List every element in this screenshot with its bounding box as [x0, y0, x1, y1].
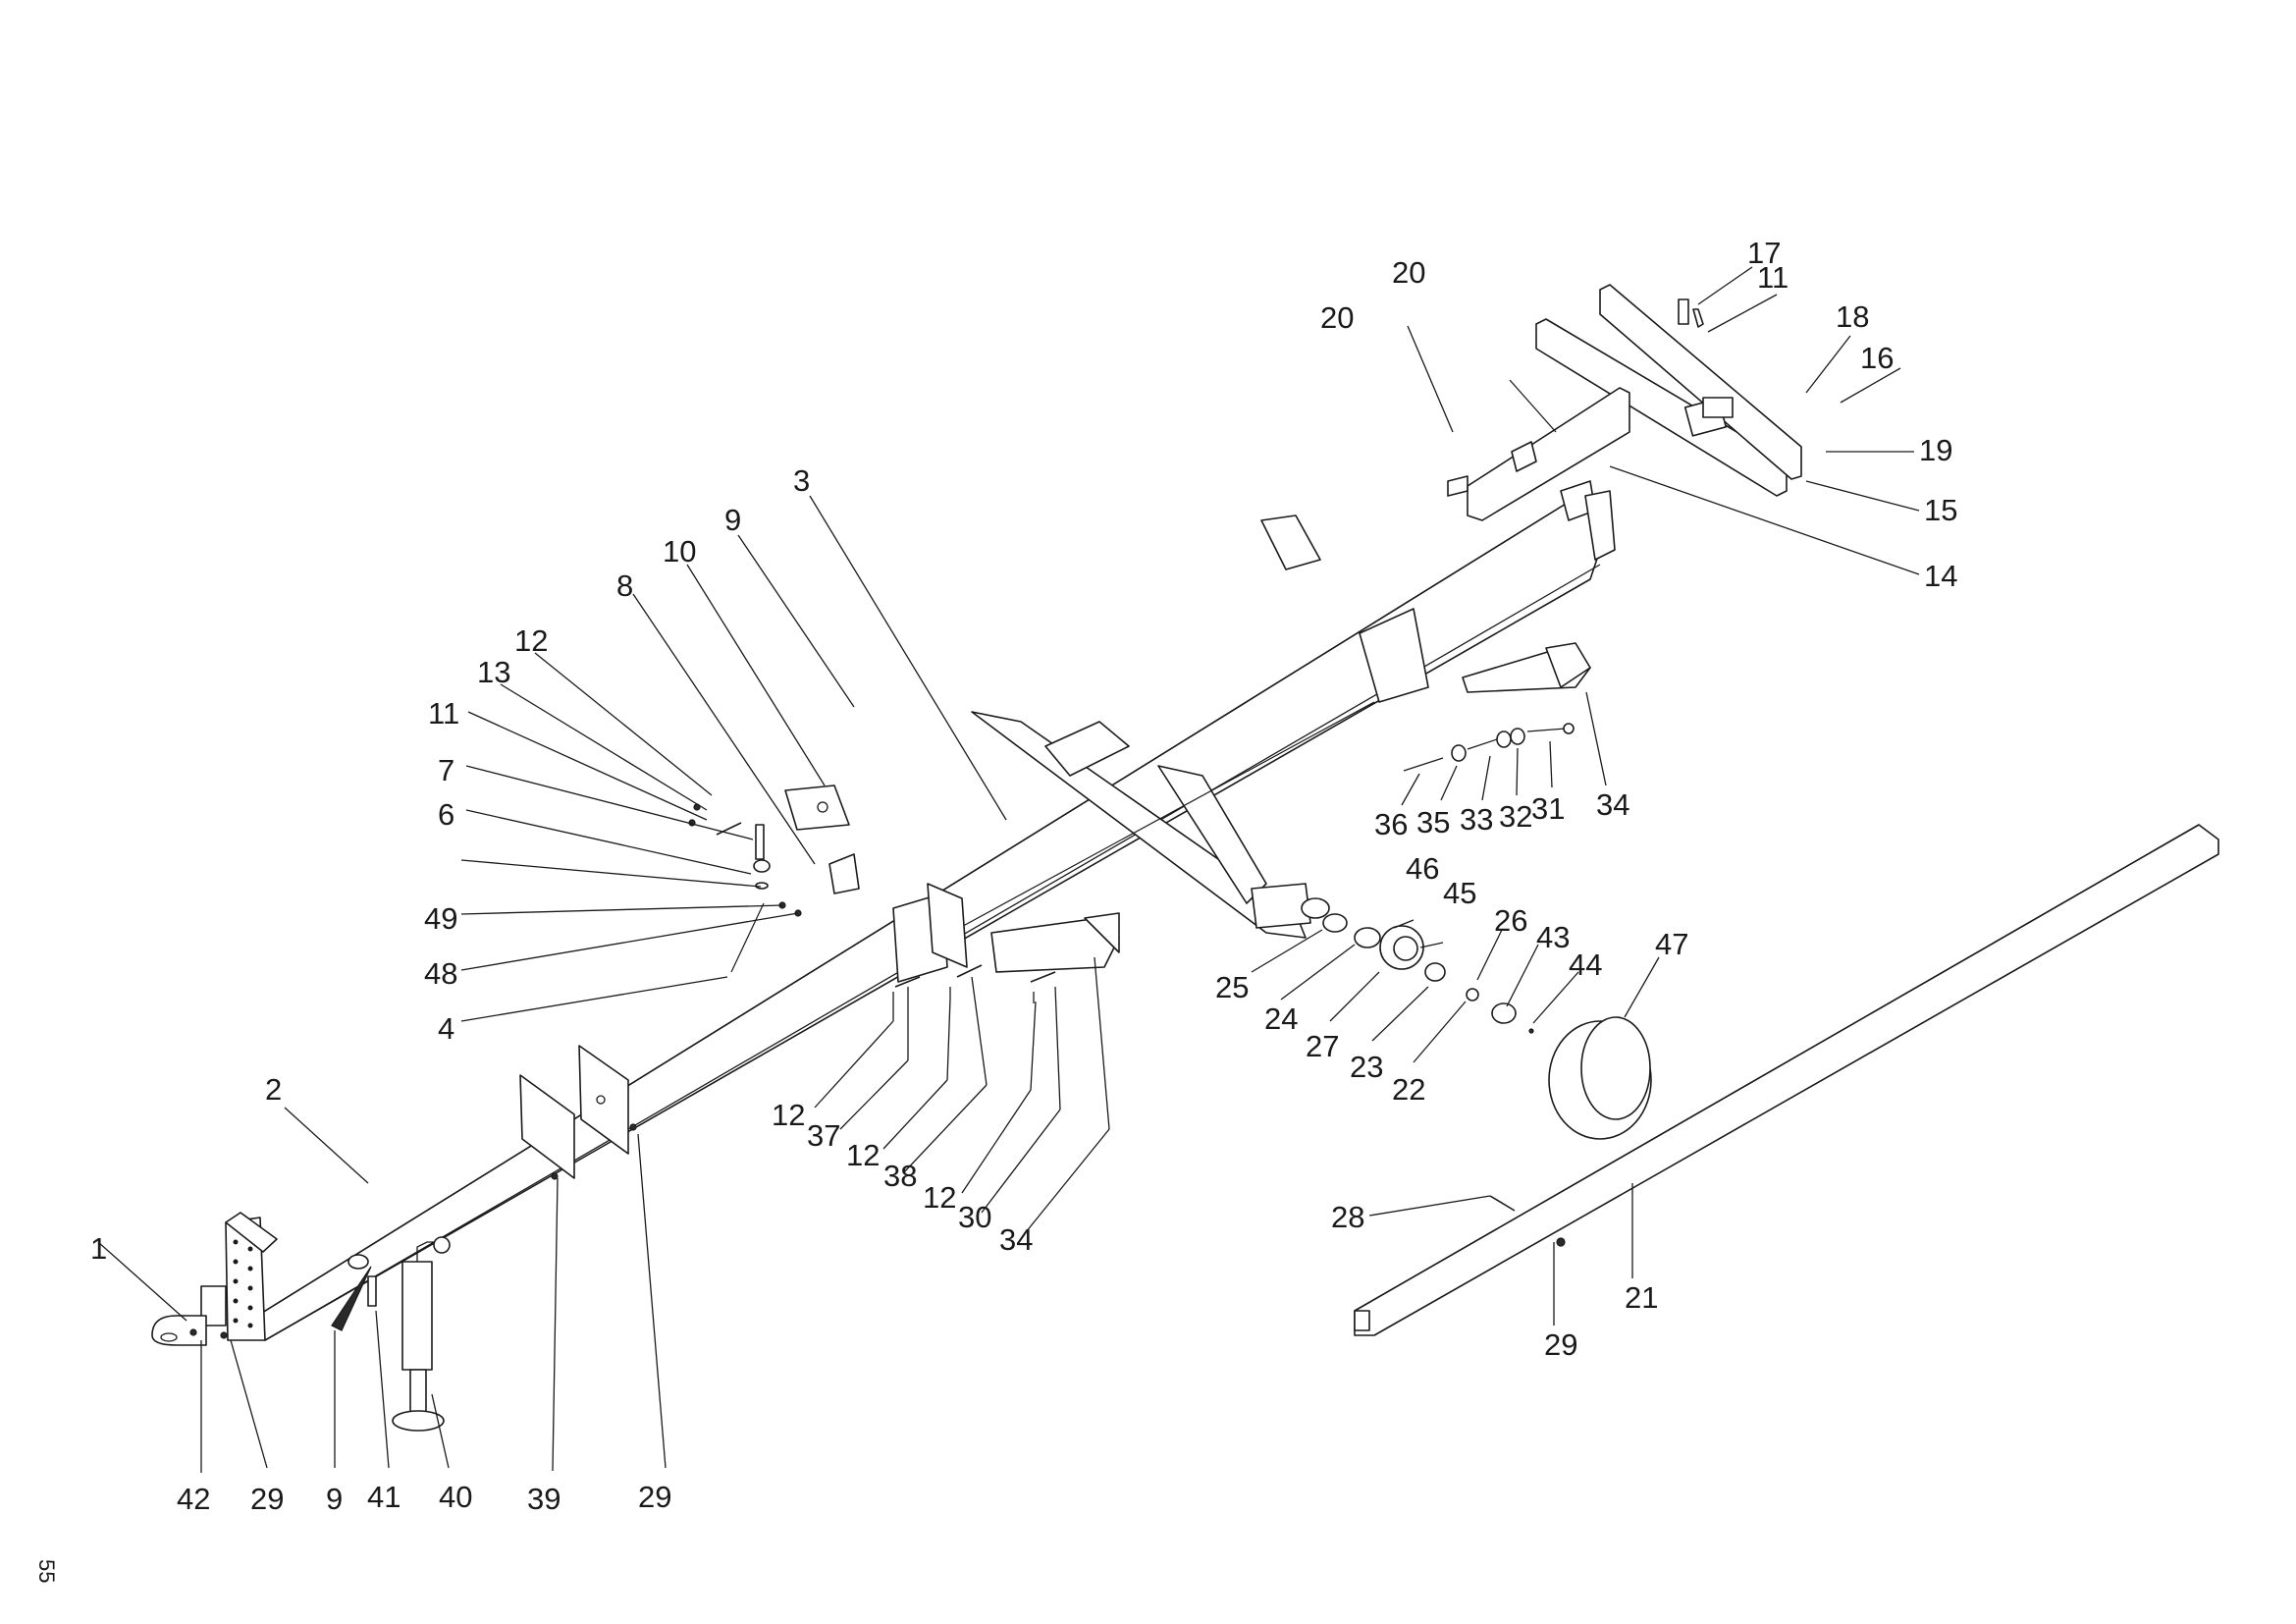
mount-bracket-left [784, 785, 860, 894]
callout-11-left: 11 [428, 696, 459, 731]
callout-29-right: 29 [1544, 1327, 1577, 1362]
callout-32: 32 [1499, 799, 1532, 834]
callout-10: 10 [663, 534, 696, 568]
callout-9-bottom: 9 [326, 1482, 343, 1516]
callout-29-left: 29 [250, 1482, 284, 1516]
jack-pin [331, 1254, 377, 1331]
leader-lines [97, 266, 1920, 1473]
callout-41: 41 [367, 1480, 400, 1514]
page-number: 55 [34, 1559, 59, 1583]
callout-49: 49 [424, 901, 457, 936]
jack-stand [392, 1236, 451, 1432]
callout-37: 37 [807, 1118, 840, 1153]
callout-23: 23 [1350, 1050, 1383, 1084]
callout-35: 35 [1416, 805, 1450, 839]
mounting-bracket-34 [990, 642, 1591, 973]
upper-bracket [1260, 514, 1429, 703]
callout-4: 4 [438, 1011, 454, 1046]
callout-39: 39 [527, 1482, 561, 1516]
callout-31: 31 [1531, 791, 1565, 826]
callout-46: 46 [1406, 851, 1439, 886]
callout-15: 15 [1924, 493, 1957, 527]
callout-34-right: 34 [1596, 787, 1629, 822]
callout-21: 21 [1625, 1280, 1658, 1315]
callout-2: 2 [265, 1072, 282, 1107]
callout-12-a: 12 [772, 1098, 805, 1132]
top-crossbeam [1447, 284, 1802, 521]
pivot-pin-parts [688, 803, 802, 973]
flange-plates [519, 1045, 629, 1179]
callout-14: 14 [1924, 559, 1957, 593]
callout-11-top: 11 [1757, 260, 1789, 295]
callout-17: 17 [1747, 236, 1781, 270]
callout-44: 44 [1569, 947, 1602, 982]
callout-29-mid: 29 [638, 1480, 671, 1514]
callout-43: 43 [1536, 920, 1570, 954]
callout-26: 26 [1494, 903, 1527, 938]
tow-eye [151, 1285, 227, 1346]
callout-34-bottom: 34 [999, 1222, 1033, 1257]
callout-27: 27 [1306, 1029, 1339, 1063]
callout-labels: 1 2 3 4 6 7 8 9 9 10 11 11 12 12 12 12 1… [90, 236, 1957, 1516]
callout-12-left: 12 [514, 623, 548, 658]
callout-47: 47 [1655, 927, 1688, 961]
small-pins [892, 964, 1056, 1003]
callout-45: 45 [1443, 876, 1476, 910]
callout-33: 33 [1460, 802, 1493, 837]
callout-36: 36 [1374, 807, 1408, 841]
callout-24: 24 [1264, 1001, 1298, 1036]
callout-3: 3 [793, 463, 810, 498]
mount-bracket-mid [892, 883, 968, 983]
front-drawbar [225, 1212, 278, 1341]
callout-8: 8 [616, 568, 633, 603]
callout-6: 6 [438, 797, 454, 832]
callout-25: 25 [1215, 970, 1249, 1004]
callout-7: 7 [438, 753, 454, 787]
callout-20-left: 20 [1320, 300, 1354, 335]
callout-28: 28 [1331, 1200, 1364, 1234]
callout-22: 22 [1392, 1072, 1425, 1107]
callout-38: 38 [883, 1159, 917, 1193]
callout-40: 40 [439, 1480, 472, 1514]
callout-19: 19 [1919, 433, 1952, 467]
callout-13: 13 [477, 655, 510, 689]
callout-12-b: 12 [846, 1138, 880, 1172]
turnbuckle [1403, 723, 1575, 772]
callout-12-c: 12 [923, 1180, 956, 1215]
callout-48: 48 [424, 956, 457, 991]
callout-1: 1 [90, 1231, 107, 1266]
callout-20-right: 20 [1392, 255, 1425, 290]
callout-18: 18 [1836, 299, 1869, 334]
callout-30: 30 [958, 1200, 991, 1234]
callout-9-top: 9 [724, 503, 741, 537]
flange-bolts [189, 1123, 637, 1339]
long-tube [1354, 824, 2219, 1336]
axle-tube [932, 701, 1375, 944]
callout-42: 42 [177, 1482, 210, 1516]
callout-16: 16 [1860, 341, 1894, 375]
